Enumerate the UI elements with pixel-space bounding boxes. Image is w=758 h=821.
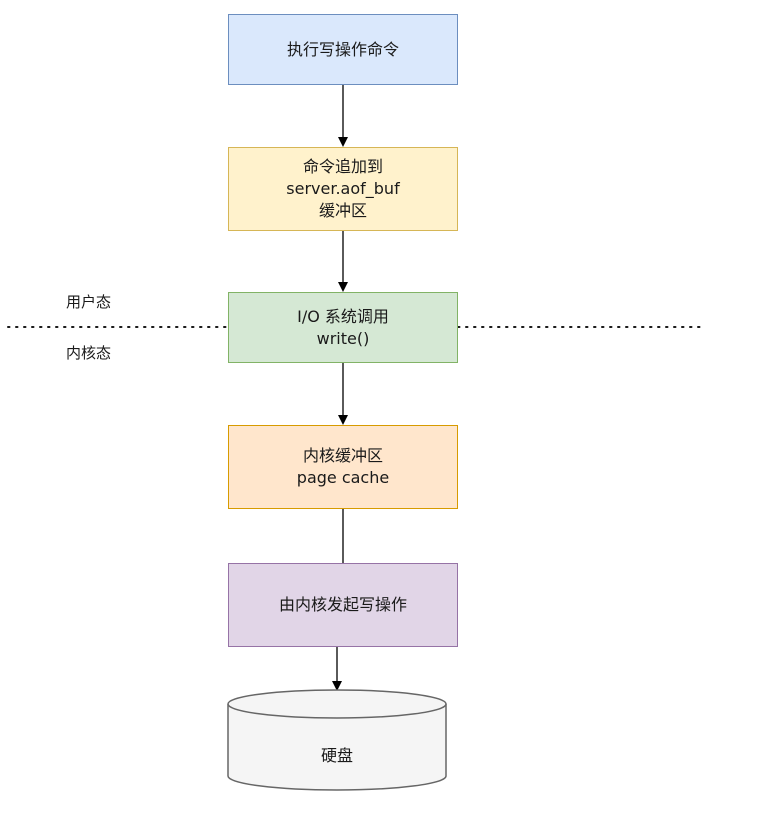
disk-cylinder-icon: [227, 689, 447, 791]
node-label-line: 命令追加到: [302, 157, 383, 176]
node-append-aof-buffer: 命令追加到 server.aof_buf 缓冲区: [228, 147, 458, 231]
node-label-line: 缓冲区: [318, 201, 367, 220]
node-kernel-page-cache: 内核缓冲区 page cache: [228, 425, 458, 509]
node-label-line: 执行写操作命令: [286, 39, 399, 59]
kernel-mode-label: 内核态: [66, 344, 112, 362]
user-mode-label: 用户态: [66, 293, 112, 311]
node-label-line: write(): [316, 328, 370, 348]
node-label-line: 由内核发起写操作: [278, 595, 407, 614]
node-kernel-initiated-write: 由内核发起写操作: [228, 563, 458, 647]
node-label-line: server.aof_buf: [286, 179, 400, 198]
disk-top: [227, 689, 447, 719]
disk-body: [227, 704, 447, 791]
node-io-system-call: I/O 系统调用 write(): [228, 292, 458, 363]
node-execute-write-command: 执行写操作命令: [228, 14, 458, 85]
node-label-line: I/O 系统调用: [297, 306, 389, 326]
node-label-line: page cache: [296, 468, 390, 487]
node-label-line: 内核缓冲区: [302, 446, 383, 465]
disk-label: 硬盘: [320, 746, 353, 765]
